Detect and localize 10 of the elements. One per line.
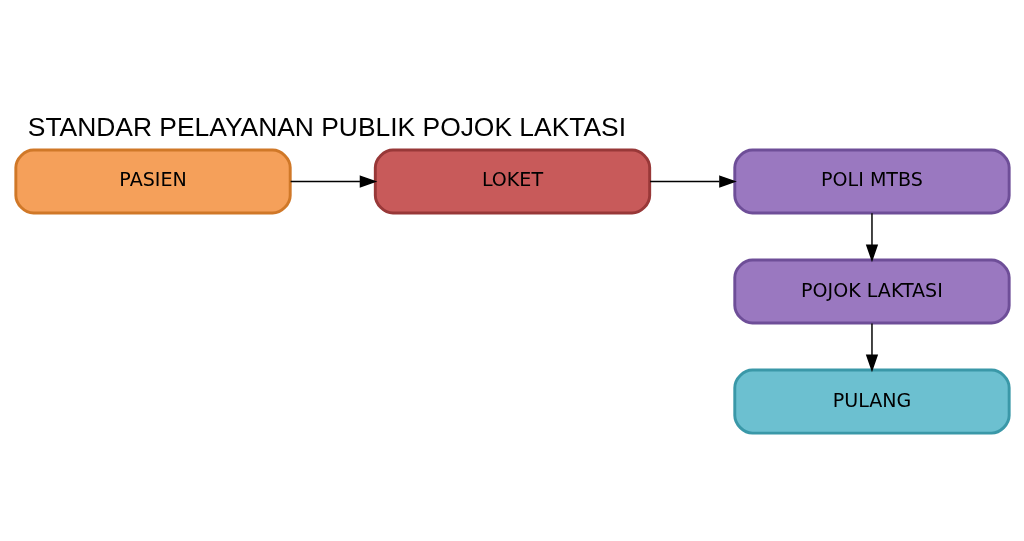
node-box: PASIEN bbox=[13, 148, 292, 214]
node-box: LOKET bbox=[373, 148, 651, 214]
arrow bbox=[648, 174, 737, 188]
arrow bbox=[289, 174, 377, 188]
diagram-title: STANDAR PELAYANAN PUBLIK POJOK LAKTASI bbox=[27, 111, 626, 142]
node-box: POJOK LAKTASI bbox=[732, 258, 1011, 325]
arrow bbox=[865, 212, 878, 262]
arrow bbox=[865, 322, 878, 372]
node-box: POLI MTBS bbox=[732, 148, 1011, 214]
node-box: PULANG bbox=[732, 368, 1011, 435]
